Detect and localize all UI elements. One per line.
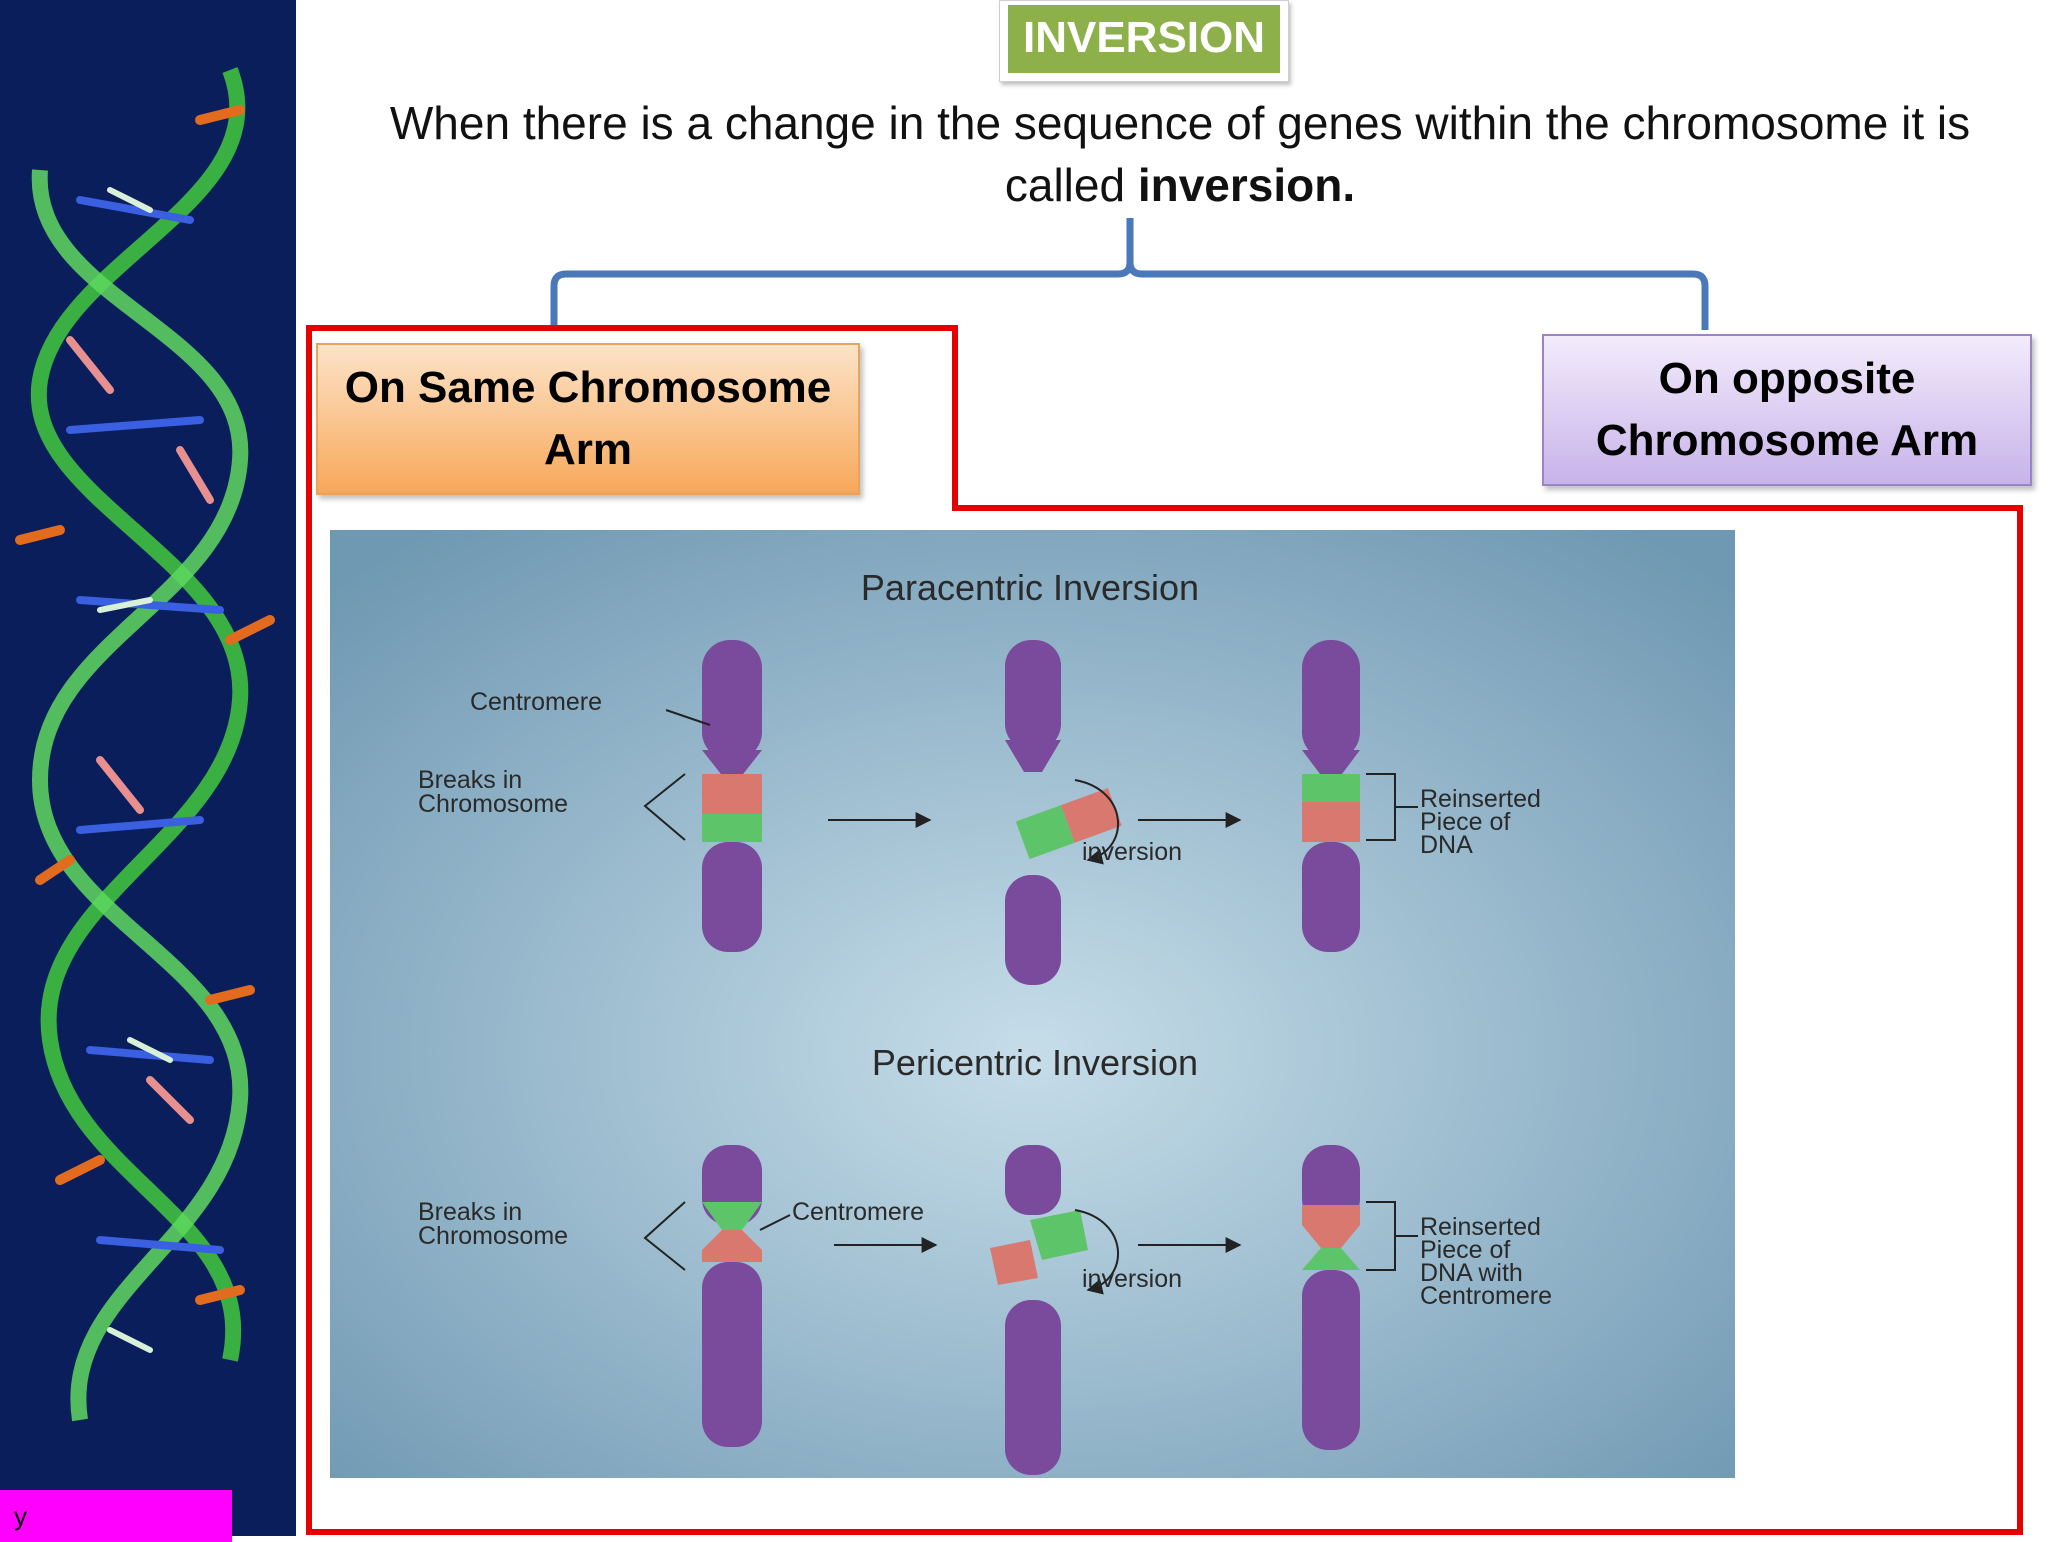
para-chromosome-original: [702, 640, 762, 952]
pericentric-title: Pericentric Inversion: [872, 1042, 1198, 1083]
sidebar-dna-panel: y: [0, 0, 296, 1542]
peri-centromere-label: Centromere: [792, 1198, 924, 1226]
para-chromosome-inverting: [1005, 640, 1122, 985]
para-breaks-label-1: Breaks in: [418, 766, 522, 794]
peri-reinserted-2: Piece of: [1420, 1236, 1510, 1264]
slide-title: INVERSION: [1008, 5, 1280, 73]
peri-breaks-label-1: Breaks in: [418, 1198, 522, 1226]
peri-reinserted-3: DNA with: [1420, 1259, 1523, 1287]
peri-chromosome-result: [1302, 1145, 1360, 1450]
para-reinserted-2: Piece of: [1420, 808, 1510, 836]
peri-chromosome-original: [702, 1145, 762, 1447]
para-chromosome-result: [1302, 640, 1360, 952]
para-reinserted-3: DNA: [1420, 831, 1473, 859]
footer-tag: y: [0, 1490, 232, 1542]
para-breaks-label-2: Chromosome: [418, 790, 568, 818]
definition-text: When there is a change in the sequence o…: [340, 92, 2020, 216]
definition-plain: When there is a change in the sequence o…: [389, 97, 1971, 211]
peri-breaks-label-2: Chromosome: [418, 1222, 568, 1250]
branch-opposite-arm-box: On opposite Chromosome Arm: [1542, 334, 2032, 486]
para-centromere-label: Centromere: [470, 688, 602, 716]
paracentric-title: Paracentric Inversion: [861, 567, 1199, 608]
definition-bold-term: inversion.: [1137, 159, 1356, 211]
peri-chromosome-inverting: [990, 1145, 1120, 1475]
peri-reinserted-4: Centromere: [1420, 1282, 1552, 1310]
peri-inversion-label: inversion: [1082, 1265, 1182, 1293]
title-badge: INVERSION: [999, 0, 1289, 82]
para-inversion-label: inversion: [1082, 838, 1182, 866]
branch-bracket: [550, 218, 1709, 330]
branch-same-arm-box: On Same Chromosome Arm: [316, 343, 860, 495]
inversion-figure: Paracentric Inversion Centromere Breaks …: [330, 530, 1735, 1478]
peri-reinserted-1: Reinserted: [1420, 1213, 1541, 1241]
dna-helix-image: [15, 67, 275, 1422]
para-reinserted-1: Reinserted: [1420, 785, 1541, 813]
